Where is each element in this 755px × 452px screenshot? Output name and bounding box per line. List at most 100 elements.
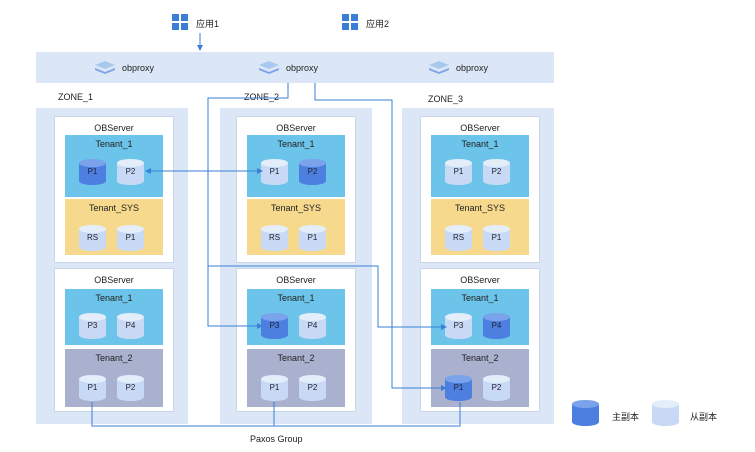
replica-label: P1 — [125, 233, 136, 242]
obproxy-2-label: obproxy — [286, 62, 319, 73]
replica-label: P1 — [453, 167, 464, 176]
replica-label: P2 — [125, 383, 136, 392]
replica-label: P4 — [491, 321, 502, 330]
windows-app-icon — [342, 14, 358, 30]
paxos-group-label: Paxos Group — [250, 434, 303, 444]
tenant-block: Tenant_2 P1 P2 — [247, 349, 345, 407]
replica-secondary: P1 — [483, 225, 510, 251]
tenant-name: Tenant_1 — [277, 293, 315, 303]
replica-secondary: P3 — [79, 313, 106, 339]
replica-primary: P4 — [483, 313, 510, 339]
replica-secondary: P2 — [299, 375, 326, 401]
tenant-name: Tenant_1 — [461, 139, 499, 149]
replica-label: P1 — [269, 383, 280, 392]
replica-secondary: P2 — [483, 375, 510, 401]
replica-label: P2 — [125, 167, 136, 176]
tenant-name: Tenant_1 — [95, 293, 133, 303]
tenant-name: Tenant_SYS — [454, 203, 506, 213]
server-title: OBServer — [460, 123, 500, 133]
zone-3-server-2: OBServer Tenant_1 P3 P4 Tenant_2 P1 P2 — [420, 268, 540, 412]
replica-secondary: RS — [445, 225, 472, 251]
obproxy-1: obproxy — [94, 52, 154, 83]
replica-label: P1 — [453, 383, 464, 392]
tenant-block: Tenant_1 P1 P2 — [65, 135, 163, 197]
replica-label: RS — [452, 233, 465, 242]
tenant-name: Tenant_1 — [95, 139, 133, 149]
tenant-block: Tenant_1 P3 P4 — [431, 289, 529, 345]
route-arrow-zone3-p3 — [208, 265, 447, 330]
replica-secondary: P3 — [445, 313, 472, 339]
tenant-block: Tenant_2 P1 P2 — [431, 349, 529, 407]
zone-1-label: ZONE_1 — [58, 92, 94, 102]
legend-secondary-label: 从副本 — [690, 412, 718, 422]
replica-label: P1 — [307, 233, 318, 242]
replica-label: P2 — [307, 383, 318, 392]
obproxy-1-label: obproxy — [122, 62, 155, 73]
replica-secondary: RS — [261, 225, 288, 251]
replica-secondary: P1 — [261, 375, 288, 401]
replica-label: P4 — [125, 321, 136, 330]
route-arrow-zone3-p1 — [314, 83, 447, 391]
replica-label: P3 — [453, 321, 464, 330]
server-title: OBServer — [94, 123, 134, 133]
replica-secondary: P1 — [445, 159, 472, 185]
replica-secondary: P1 — [117, 225, 144, 251]
tenant-block: Tenant_SYS RS P1 — [65, 199, 163, 255]
legend-primary-label: 主副本 — [612, 412, 640, 422]
replica-secondary: P4 — [117, 313, 144, 339]
obproxy-2: obproxy — [258, 52, 318, 83]
replica-secondary: P2 — [117, 159, 144, 185]
replica-label: P3 — [87, 321, 98, 330]
zone-3-label: ZONE_3 — [428, 94, 464, 104]
replica-secondary: RS — [79, 225, 106, 251]
legend-primary-icon — [572, 400, 599, 426]
replica-label: P1 — [491, 233, 502, 242]
paxos-group-line — [91, 402, 461, 427]
tenant-block: Tenant_SYS RS P1 — [247, 199, 345, 255]
tenant-block: Tenant_1 P1 P2 — [431, 135, 529, 197]
server-title: OBServer — [460, 275, 500, 285]
tenant-block: Tenant_1 P3 P4 — [247, 289, 345, 345]
replica-label: P1 — [269, 167, 280, 176]
tenant-name: Tenant_1 — [461, 293, 499, 303]
replica-secondary: P4 — [299, 313, 326, 339]
app-1 — [172, 14, 188, 30]
tenant-name: Tenant_2 — [277, 353, 315, 363]
stack-layers-icon — [259, 60, 279, 74]
zone-3-server-1: OBServer Tenant_1 P1 P2 Tenant_SYS RS P1 — [420, 116, 540, 263]
windows-app-icon — [172, 14, 188, 30]
zone-1-server-1: OBServer Tenant_1 P1 P2 Tenant_SYS RS P1 — [54, 116, 174, 263]
replica-label: P1 — [87, 383, 98, 392]
app-2-label: 应用2 — [366, 19, 390, 29]
tenant-name: Tenant_2 — [95, 353, 133, 363]
replica-label: RS — [86, 233, 99, 242]
replica-label: P2 — [491, 383, 502, 392]
app-2 — [342, 14, 358, 30]
replica-secondary: P2 — [117, 375, 144, 401]
obproxy-3: obproxy — [428, 52, 488, 83]
tenant-name: Tenant_SYS — [270, 203, 322, 213]
tenant-name: Tenant_SYS — [88, 203, 140, 213]
replica-label: P2 — [491, 167, 502, 176]
stack-layers-icon — [429, 60, 449, 74]
replica-secondary: P1 — [299, 225, 326, 251]
replica-primary: P1 — [445, 375, 472, 401]
obproxy-3-label: obproxy — [456, 62, 489, 73]
server-title: OBServer — [94, 275, 134, 285]
replica-label: P2 — [307, 167, 318, 176]
replica-label: P4 — [307, 321, 318, 330]
tenant-name: Tenant_2 — [461, 353, 499, 363]
app-1-label: 应用1 — [196, 19, 220, 29]
replica-secondary: P2 — [483, 159, 510, 185]
replica-primary: P3 — [261, 313, 288, 339]
proxy-layer — [36, 52, 554, 83]
replica-secondary: P1 — [79, 375, 106, 401]
replica-primary: P1 — [79, 159, 106, 185]
server-title: OBServer — [276, 123, 316, 133]
replica-secondary: P1 — [261, 159, 288, 185]
zone-2-server-2: OBServer Tenant_1 P3 P4 Tenant_2 P1 P2 — [236, 268, 356, 412]
zone-1-server-2: OBServer Tenant_1 P3 P4 Tenant_2 P1 P2 — [54, 268, 174, 412]
zone-2-server-1: OBServer Tenant_1 P1 P2 Tenant_SYS RS P1 — [236, 116, 356, 263]
tenant-block: Tenant_1 P3 P4 — [65, 289, 163, 345]
